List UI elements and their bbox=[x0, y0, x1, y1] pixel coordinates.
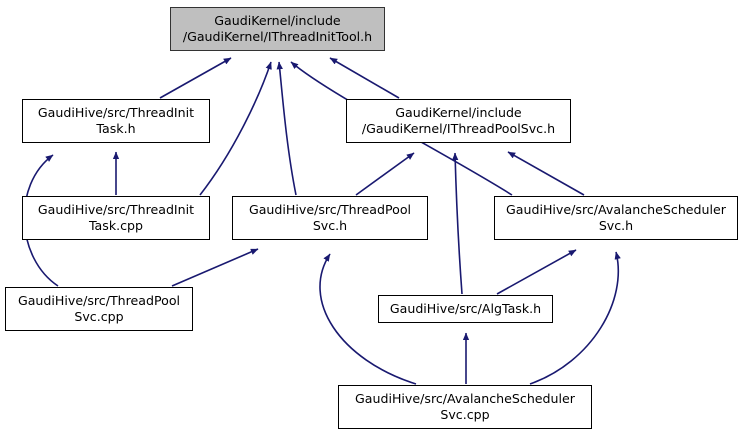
node-algtask-h[interactable]: GaudiHive/src/AlgTask.h bbox=[378, 295, 553, 323]
node-label: GaudiKernel/include /GaudiKernel/IThread… bbox=[361, 105, 556, 136]
node-label: GaudiHive/src/ThreadInit Task.h bbox=[37, 105, 195, 136]
edge-threadpoolsvc-h-to-ithreadpoolsvc bbox=[355, 152, 415, 196]
node-threadinittask-cpp[interactable]: GaudiHive/src/ThreadInit Task.cpp bbox=[22, 196, 210, 240]
node-avalancheschedulersvc-h[interactable]: GaudiHive/src/AvalancheScheduler Svc.h bbox=[494, 196, 738, 240]
edge-threadpoolsvc-h-to-ithreadinittool bbox=[276, 61, 297, 196]
node-label: GaudiKernel/include /GaudiKernel/IThread… bbox=[182, 13, 373, 44]
edge-ithreadpoolsvc-to-ithreadinittool bbox=[329, 57, 400, 99]
node-threadpoolsvc-h[interactable]: GaudiHive/src/ThreadPool Svc.h bbox=[232, 196, 428, 240]
edge-threadinittask-cpp-to-ithreadinittool bbox=[199, 61, 272, 196]
node-ithreadpoolsvc-h[interactable]: GaudiKernel/include /GaudiKernel/IThread… bbox=[346, 99, 571, 143]
node-threadinittask-h[interactable]: GaudiHive/src/ThreadInit Task.h bbox=[22, 99, 210, 143]
node-label: GaudiHive/src/ThreadPool Svc.cpp bbox=[17, 293, 181, 324]
edge-threadinittask-h-to-ithreadinittool bbox=[159, 57, 232, 99]
edge-threadpoolsvc-cpp-to-threadpoolsvc-h bbox=[171, 248, 259, 287]
node-label: GaudiHive/src/AlgTask.h bbox=[389, 301, 542, 316]
node-avalancheschedulersvc-cpp[interactable]: GaudiHive/src/AvalancheScheduler Svc.cpp bbox=[338, 385, 592, 429]
node-threadpoolsvc-cpp[interactable]: GaudiHive/src/ThreadPool Svc.cpp bbox=[5, 287, 193, 331]
node-label: GaudiHive/src/ThreadInit Task.cpp bbox=[37, 202, 195, 233]
edge-algtask-h-to-avalanchescheduler-h bbox=[496, 249, 577, 295]
node-label: GaudiHive/src/AvalancheScheduler Svc.h bbox=[506, 202, 726, 233]
node-label: GaudiHive/src/ThreadPool Svc.h bbox=[248, 202, 412, 233]
node-label: GaudiHive/src/AvalancheScheduler Svc.cpp bbox=[355, 391, 575, 422]
edge-avalanchescheduler-h-to-ithreadpoolsvc bbox=[507, 151, 585, 196]
edge-algtask-h-to-ithreadpoolsvc bbox=[451, 152, 463, 295]
node-ithreadinittool-h[interactable]: GaudiKernel/include /GaudiKernel/IThread… bbox=[170, 7, 385, 51]
